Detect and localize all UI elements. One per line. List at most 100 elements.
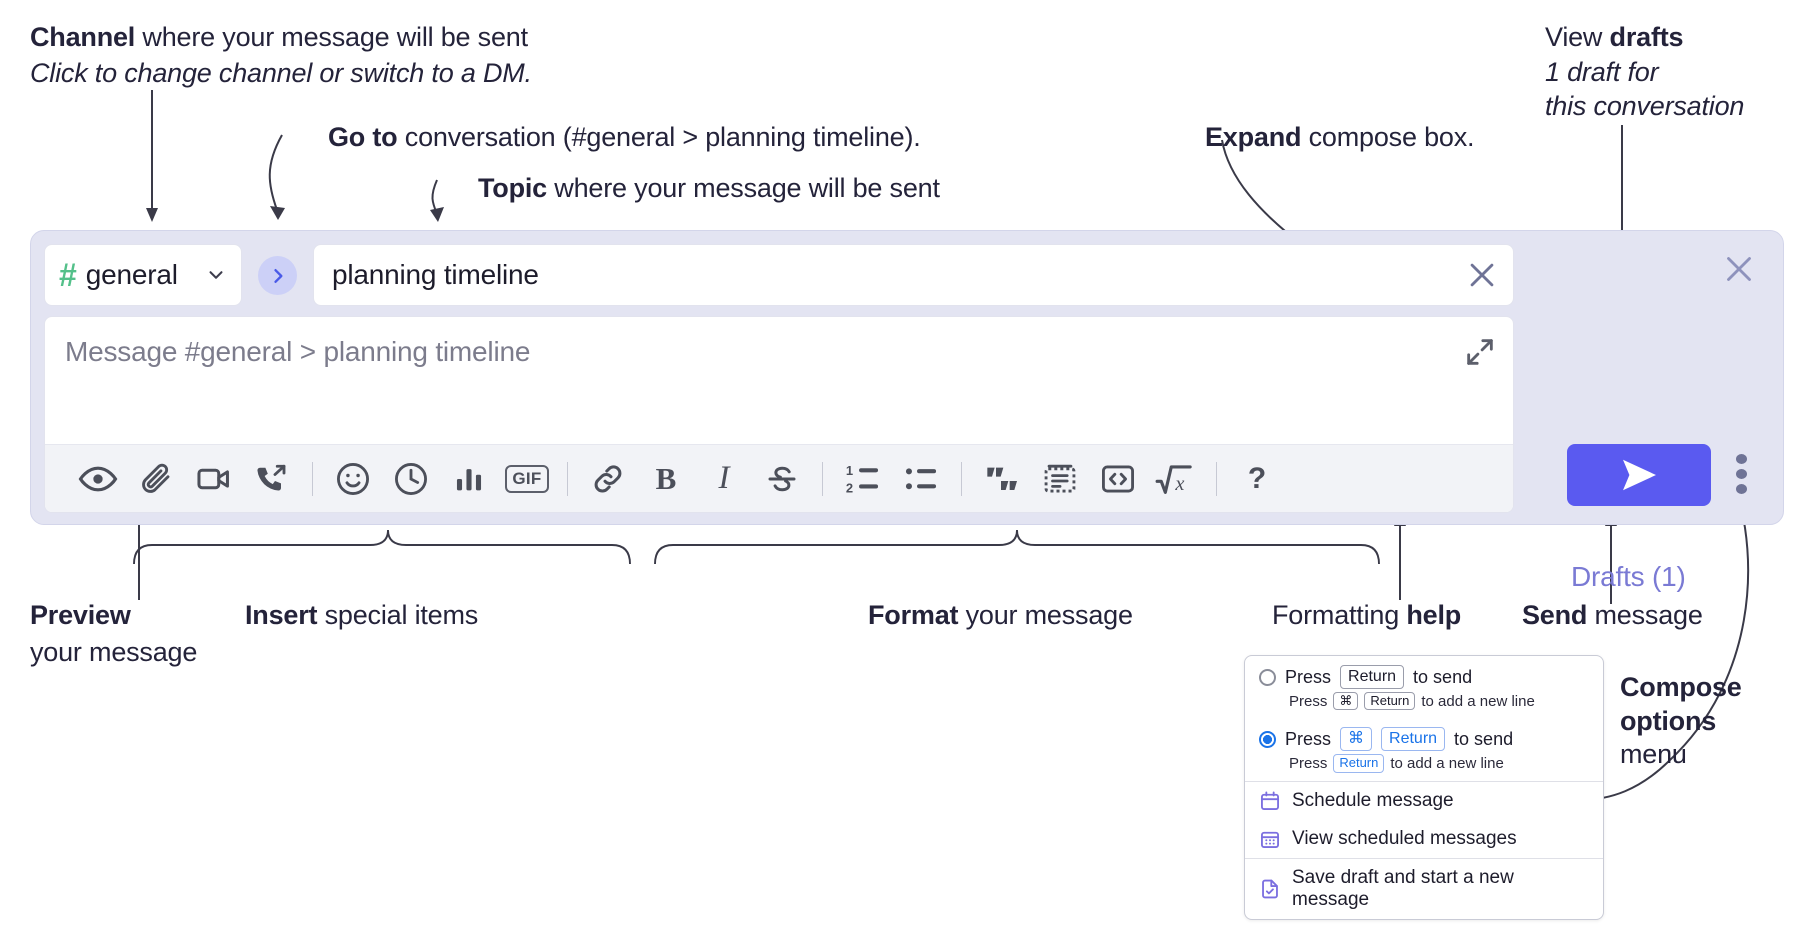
gif-label: GIF: [505, 464, 549, 493]
key-return: Return: [1333, 754, 1385, 773]
annotation-send-rest: message: [1587, 600, 1703, 630]
gif-icon[interactable]: GIF: [498, 450, 556, 508]
menu-divider: [1245, 780, 1603, 782]
annotation-channel-strong: Channel: [30, 22, 136, 52]
annotation-drafts: View drafts 1 draft for this conversatio…: [1545, 22, 1744, 123]
emoji-icon[interactable]: [324, 450, 382, 508]
italic-icon[interactable]: I: [695, 450, 753, 508]
video-icon[interactable]: [185, 450, 243, 508]
annotation-preview: Preview your message: [30, 600, 197, 668]
svg-text:1: 1: [846, 463, 853, 478]
blockquote-icon[interactable]: [973, 450, 1031, 508]
strikethrough-icon[interactable]: [753, 450, 811, 508]
annotation-goto-rest: conversation (#general > planning timeli…: [397, 122, 921, 152]
option2-pre: Press: [1285, 728, 1332, 749]
menu-option-cmd-return-to-send[interactable]: Press ⌘ Return to send: [1245, 718, 1603, 753]
help-icon[interactable]: ?: [1228, 450, 1286, 508]
clock-icon[interactable]: [382, 450, 440, 508]
save-draft-icon: [1262, 879, 1278, 898]
annotation-compose-options-strong1: Compose: [1620, 672, 1742, 702]
code-block-icon[interactable]: [1031, 450, 1089, 508]
annotation-help-pre: Formatting: [1272, 600, 1407, 630]
close-panel-icon[interactable]: [1721, 251, 1757, 287]
option2-sub-pre: Press: [1289, 754, 1328, 772]
annotation-send: Send message: [1522, 600, 1703, 632]
annotation-format: Format your message: [868, 600, 1133, 632]
channel-selector[interactable]: # general: [44, 244, 242, 306]
annotation-send-strong: Send: [1522, 600, 1588, 630]
radio-unselected-icon[interactable]: [1259, 668, 1276, 686]
annotation-goto: Go to conversation (#general > planning …: [328, 122, 921, 154]
compose-inner: # general planning timeline Message #gen…: [44, 244, 1514, 513]
goto-conversation-button[interactable]: [258, 256, 297, 295]
menu-item-save-draft[interactable]: Save draft and start a new message: [1245, 859, 1603, 919]
dot: [1735, 469, 1747, 479]
annotation-format-strong: Format: [868, 600, 959, 630]
bold-label: B: [655, 460, 677, 496]
calendar-icon: [1261, 790, 1279, 810]
annotation-channel: Channel where your message will be sent …: [30, 22, 532, 89]
expand-compose-icon[interactable]: [1463, 335, 1497, 369]
radio-selected-icon[interactable]: [1259, 730, 1276, 748]
annotation-drafts-italic1: 1 draft for: [1545, 56, 1659, 87]
menu-option-return-to-send[interactable]: Press Return to send: [1245, 656, 1603, 691]
annotation-topic-rest: where your message will be sent: [547, 173, 940, 203]
annotation-channel-italic: Click to change channel or switch to a D…: [30, 57, 532, 88]
svg-text:2: 2: [846, 480, 853, 495]
divider: [567, 461, 568, 496]
annotation-help: Formatting help: [1272, 600, 1461, 632]
compose-options-button[interactable]: [1727, 454, 1755, 494]
key-return: Return: [1340, 665, 1405, 689]
send-button[interactable]: [1567, 444, 1711, 506]
bold-icon[interactable]: B: [637, 450, 695, 508]
divider: [961, 461, 962, 496]
menu-option-return-subtext: Press ⌘ Return to add a new line: [1245, 691, 1603, 718]
annotation-insert-strong: Insert: [245, 600, 318, 630]
divider: [822, 461, 823, 496]
attachment-icon[interactable]: [127, 450, 185, 508]
annotation-insert-rest: special items: [317, 600, 479, 630]
annotation-help-strong: help: [1406, 600, 1462, 630]
menu-option-cmd-return-subtext: Press Return to add a new line: [1245, 753, 1603, 780]
math-icon[interactable]: x: [1147, 450, 1205, 508]
drafts-link[interactable]: Drafts (1): [1571, 561, 1686, 592]
key-return: Return: [1381, 727, 1446, 752]
menu-item-label: Schedule message: [1292, 789, 1454, 811]
topic-field[interactable]: planning timeline: [313, 244, 1514, 306]
annotation-insert: Insert special items: [245, 600, 478, 632]
bulleted-list-icon[interactable]: [892, 450, 950, 508]
link-icon[interactable]: [579, 450, 637, 508]
poll-icon[interactable]: [440, 450, 498, 508]
code-icon[interactable]: [1089, 450, 1147, 508]
send-icon: [1623, 459, 1656, 491]
option2-post: to send: [1454, 728, 1514, 749]
annotation-preview-strong: Preview: [30, 600, 131, 630]
menu-item-schedule-message[interactable]: Schedule message: [1245, 782, 1603, 820]
channel-name-label: general: [85, 259, 178, 290]
menu-item-view-scheduled-messages[interactable]: View scheduled messages: [1245, 820, 1603, 858]
annotation-channel-rest: where your message will be sent: [135, 22, 528, 52]
menu-item-label: View scheduled messages: [1292, 827, 1517, 849]
message-input-box[interactable]: Message #general > planning timeline: [44, 316, 1514, 513]
clear-topic-icon[interactable]: [1465, 258, 1499, 292]
option1-pre: Press: [1285, 666, 1332, 687]
message-input-placeholder: Message #general > planning timeline: [65, 336, 531, 367]
topic-value: planning timeline: [332, 259, 539, 290]
annotation-expand-strong: Expand: [1205, 122, 1302, 152]
annotation-drafts-italic2: this conversation: [1545, 91, 1745, 122]
option1-post: to send: [1413, 666, 1473, 687]
audio-call-icon[interactable]: [243, 450, 301, 508]
chevron-down-icon: [209, 271, 223, 279]
annotation-drafts-pre: View: [1545, 22, 1610, 52]
annotation-expand-rest: compose box.: [1301, 122, 1475, 152]
annotation-compose-options-strong2: options: [1620, 705, 1717, 736]
annotation-compose-options-rest: menu: [1620, 739, 1687, 770]
annotation-topic-strong: Topic: [478, 173, 547, 203]
key-command: ⌘: [1340, 727, 1373, 752]
preview-icon[interactable]: [69, 450, 127, 508]
divider: [312, 461, 313, 496]
key-command: ⌘: [1333, 692, 1359, 711]
menu-divider: [1245, 857, 1603, 859]
